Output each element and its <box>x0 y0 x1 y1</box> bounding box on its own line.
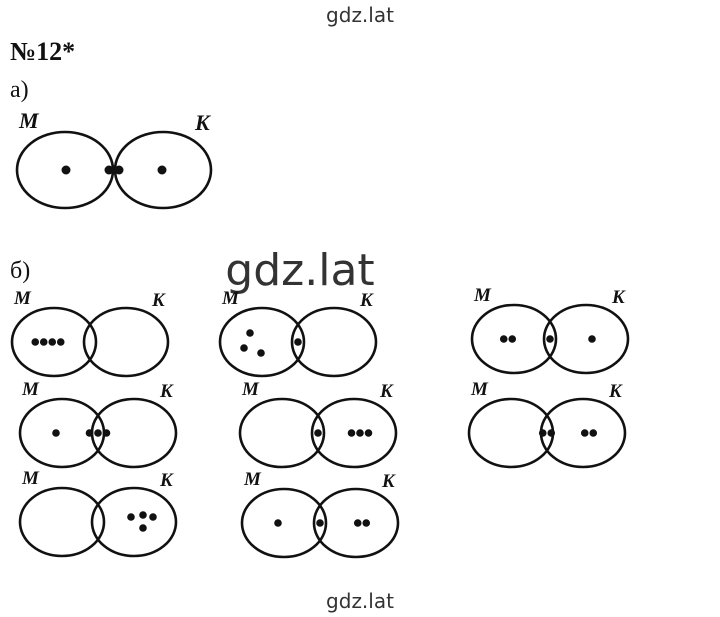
element-dot <box>508 335 517 343</box>
set-m-ellipse <box>18 486 106 558</box>
element-dot <box>364 429 373 437</box>
element-dot <box>94 429 102 437</box>
set-m-label: M <box>13 288 32 309</box>
set-m-ellipse <box>470 303 558 375</box>
element-dot <box>356 429 364 437</box>
set-k-label: K <box>608 381 623 402</box>
element-dot <box>157 165 167 175</box>
set-k-label: K <box>159 381 174 402</box>
set-m-ellipse <box>238 397 326 469</box>
element-dot <box>580 429 589 437</box>
element-dot <box>538 429 547 437</box>
set-k-label: K <box>611 287 626 308</box>
set-m-label: M <box>243 469 262 490</box>
element-dot <box>39 338 48 346</box>
set-k-label: K <box>379 381 394 402</box>
watermark-bottom: gdz.lat <box>326 589 394 613</box>
element-dot <box>139 524 147 532</box>
element-dot <box>314 429 322 437</box>
set-m-label: M <box>470 379 489 400</box>
element-dot <box>347 429 356 437</box>
set-k-ellipse <box>310 397 398 469</box>
set-m-label: M <box>21 468 40 489</box>
element-dot <box>61 165 71 175</box>
set-m-ellipse <box>218 306 306 378</box>
set-m-label: M <box>18 108 40 133</box>
set-k-label: K <box>194 110 211 135</box>
element-dot <box>139 511 147 519</box>
set-m-label: M <box>21 379 40 400</box>
watermark-top: gdz.lat <box>326 3 394 27</box>
element-dot <box>114 165 124 175</box>
element-dot <box>102 429 111 437</box>
element-dot <box>353 519 362 527</box>
element-dot <box>240 344 248 352</box>
part-a-label: а) <box>10 77 29 103</box>
set-m-label: M <box>221 288 240 309</box>
element-dot <box>362 519 371 527</box>
element-dot <box>104 165 114 175</box>
set-k-ellipse <box>90 486 178 558</box>
watermark-center: gdz.lat <box>225 245 374 296</box>
element-dot <box>499 335 508 343</box>
element-dot <box>274 519 282 527</box>
set-m-label: M <box>241 379 260 400</box>
element-dot <box>246 329 254 337</box>
element-dot <box>257 349 265 357</box>
element-dot <box>127 513 135 521</box>
element-dot <box>149 513 157 521</box>
element-dot <box>48 338 57 346</box>
element-dot <box>56 338 65 346</box>
set-m-label: M <box>473 285 492 306</box>
problem-number: №12* <box>10 37 75 66</box>
part-b-label: б) <box>10 258 30 284</box>
set-k-ellipse <box>290 306 378 378</box>
element-dot <box>294 338 302 346</box>
set-k-label: K <box>359 290 374 311</box>
set-m-ellipse <box>10 306 98 378</box>
element-dot <box>589 429 598 437</box>
element-dot <box>547 429 556 437</box>
set-m-ellipse <box>240 487 328 559</box>
element-dot <box>52 429 60 437</box>
set-k-ellipse <box>312 487 400 559</box>
set-k-label: K <box>159 470 174 491</box>
set-k-label: K <box>151 290 166 311</box>
set-k-ellipse <box>82 306 170 378</box>
set-k-label: K <box>381 471 396 492</box>
element-dot <box>546 335 554 343</box>
set-k-ellipse <box>542 303 630 375</box>
element-dot <box>316 519 324 527</box>
element-dot <box>85 429 94 437</box>
element-dot <box>588 335 596 343</box>
element-dot <box>31 338 40 346</box>
